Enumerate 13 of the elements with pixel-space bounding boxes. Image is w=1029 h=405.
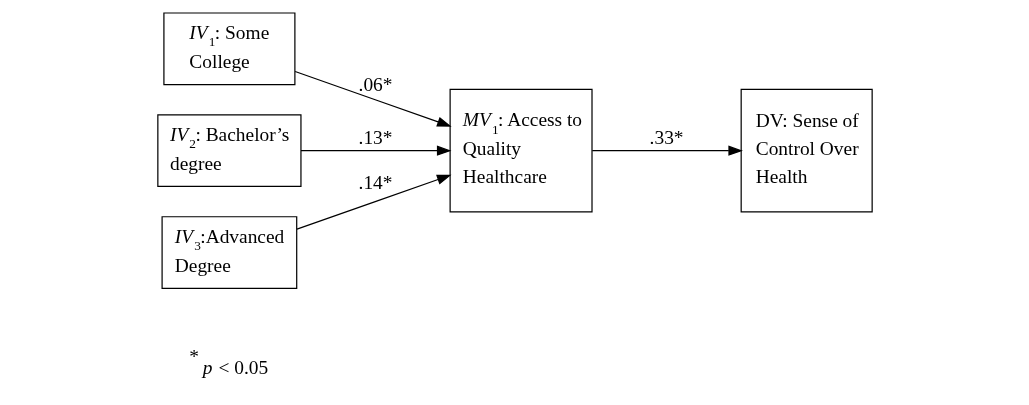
node-box: IV$_{2}$: Bachelor’s degree [156,114,302,188]
arrow [295,174,451,230]
node-box: IV$_{3}$:Advanced Degree [161,216,297,289]
edge-label: .14* [358,172,392,194]
node-box: IV$_{1}$: Some College [162,12,295,86]
arrow [294,70,452,127]
edge-label: .13* [358,127,392,149]
node-box: DV: Sense of Control Over Health [740,88,873,213]
edge-label: .06* [358,73,392,95]
arrow [591,145,743,156]
node-box: MV$_{1}$: Access to Quality Healthcare [449,88,593,213]
edge-label: .33* [649,127,684,149]
arrow [299,145,451,156]
